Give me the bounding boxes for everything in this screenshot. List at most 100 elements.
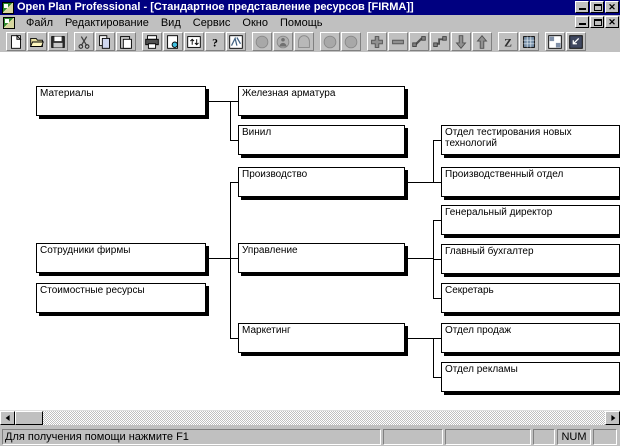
edge-proizvodstvo-proizv-otdel	[433, 182, 441, 183]
node-proizvodstvennyy-otdel[interactable]: Производственный отдел	[441, 167, 620, 197]
cut-scissors-icon[interactable]	[74, 31, 94, 51]
menu-item-help[interactable]: Помощь	[279, 16, 323, 29]
toolbar-separator-5	[361, 31, 366, 51]
edge-materialy-spine	[230, 101, 231, 141]
mdi-restore-button[interactable]	[590, 16, 604, 28]
edge-proizvodstvo-spine	[433, 140, 434, 182]
resource-person-icon[interactable]	[273, 31, 293, 51]
node-upravlenie[interactable]: Управление	[238, 243, 405, 273]
restore-button[interactable]	[590, 1, 604, 13]
resource-filled-circle-icon[interactable]	[320, 31, 340, 51]
node-label: Главный бухгалтер	[445, 246, 534, 257]
edge-marketing-otdel-prodazh	[433, 338, 441, 339]
node-label: Отдел тестирования новых технологий	[445, 127, 572, 149]
save-disk-icon[interactable]	[48, 31, 68, 51]
node-zheleznaya-armatura[interactable]: Железная арматура	[238, 86, 405, 116]
node-generalnyy-direktor[interactable]: Генеральный директор	[441, 205, 620, 235]
node-label: Генеральный директор	[445, 207, 553, 218]
node-label: Железная арматура	[242, 88, 336, 99]
print-icon[interactable]	[142, 31, 162, 51]
menu-item-file[interactable]: Файл	[26, 16, 54, 29]
paste-icon[interactable]	[116, 31, 136, 51]
menu-item-edit[interactable]: Редактирование	[65, 16, 149, 29]
node-label: Секретарь	[445, 285, 494, 296]
menu-item-service[interactable]: Сервис	[192, 16, 231, 29]
node-marketing[interactable]: Маркетинг	[238, 323, 405, 353]
node-vinil[interactable]: Винил	[238, 125, 405, 155]
node-label: Отдел рекламы	[445, 364, 518, 375]
status-hint: Для получения помощи нажмите F1	[2, 428, 381, 445]
node-label: Сотрудники фирмы	[40, 245, 131, 256]
mdi-close-button[interactable]: ✕	[605, 16, 619, 28]
node-label: Винил	[242, 127, 272, 138]
sort-icon[interactable]	[184, 31, 204, 51]
edge-marketing-spine	[433, 338, 434, 377]
resource-circle-icon[interactable]	[252, 31, 272, 51]
edge-upravlenie-gen-direktor	[433, 220, 441, 221]
node-sotrudniki-firmy[interactable]: Сотрудники фирмы	[36, 243, 206, 273]
svg-text:Z: Z	[504, 36, 512, 49]
node-stoimostnye-resursy[interactable]: Стоимостные ресурсы	[36, 283, 206, 313]
node-otdel-testirovaniya[interactable]: Отдел тестирования новых технологий	[441, 125, 620, 155]
edge-upravlenie-glav-buh	[433, 259, 441, 260]
window-controls: ✕	[574, 1, 619, 13]
scroll-right-arrow[interactable]	[605, 411, 620, 425]
help-question-icon[interactable]: ?	[205, 31, 225, 51]
close-button[interactable]: ✕	[605, 1, 619, 13]
open-plan-icon	[2, 1, 14, 14]
copy-icon[interactable]	[95, 31, 115, 51]
svg-text:?: ?	[212, 36, 218, 49]
node-otdel-reklamy[interactable]: Отдел рекламы	[441, 362, 620, 392]
edge-proizvodstvo-stub	[405, 182, 433, 183]
edge-sotrudniki-stub	[206, 258, 230, 259]
status-num-indicator: NUM	[557, 428, 591, 445]
move-down-icon[interactable]	[451, 31, 471, 51]
node-label: Маркетинг	[242, 325, 291, 336]
scroll-left-arrow[interactable]	[0, 411, 15, 425]
close-icon: ✕	[608, 2, 616, 12]
minimize-button[interactable]	[575, 1, 589, 13]
edge-marketing-stub	[405, 338, 433, 339]
node-glavnyy-buhgalter[interactable]: Главный бухгалтер	[441, 244, 620, 274]
add-plus-icon[interactable]	[367, 31, 387, 51]
print-preview-icon[interactable]	[163, 31, 183, 51]
edge-sotrudniki-marketing	[230, 338, 238, 339]
remove-minus-icon[interactable]	[388, 31, 408, 51]
resource-diagram-canvas[interactable]: Материалы Сотрудники фирмы Стоимостные р…	[0, 52, 620, 410]
toolbar-separator-6	[492, 31, 497, 51]
new-icon[interactable]	[6, 31, 26, 51]
horizontal-scrollbar[interactable]	[0, 410, 620, 426]
mdi-child-controls: ✕	[574, 16, 619, 28]
table-view-icon[interactable]	[519, 31, 539, 51]
open-folder-icon[interactable]	[27, 31, 47, 51]
edge-upravlenie-stub	[405, 258, 433, 259]
node-materialy[interactable]: Материалы	[36, 86, 206, 116]
zoom-z-icon[interactable]: Z	[498, 31, 518, 51]
node-label: Управление	[242, 245, 298, 256]
node-label: Производство	[242, 169, 308, 180]
scrollbar-track[interactable]	[15, 411, 605, 425]
arrange-icon[interactable]	[566, 31, 586, 51]
layout-icon[interactable]	[545, 31, 565, 51]
mdi-close-icon: ✕	[608, 17, 616, 27]
menu-item-window[interactable]: Окно	[242, 16, 268, 29]
move-up-icon[interactable]	[472, 31, 492, 51]
mdi-minimize-button[interactable]	[575, 16, 589, 28]
scrollbar-thumb[interactable]	[15, 411, 43, 425]
resource-filled-circle-2-icon[interactable]	[341, 31, 361, 51]
node-label: Материалы	[40, 88, 94, 99]
status-panel-6	[593, 428, 617, 445]
node-otdel-prodazh[interactable]: Отдел продаж	[441, 323, 620, 353]
link-icon[interactable]	[409, 31, 429, 51]
toolbar-pad	[0, 31, 5, 51]
unlink-icon[interactable]	[430, 31, 450, 51]
toolbar: ?	[0, 30, 620, 53]
what-is-this-icon[interactable]	[226, 31, 246, 51]
status-panel-2	[383, 428, 443, 445]
node-sekretar[interactable]: Секретарь	[441, 283, 620, 313]
document-window-icon[interactable]	[3, 16, 15, 29]
resource-shape-icon[interactable]	[294, 31, 314, 51]
menu-item-view[interactable]: Вид	[160, 16, 181, 29]
node-proizvodstvo[interactable]: Производство	[238, 167, 405, 197]
